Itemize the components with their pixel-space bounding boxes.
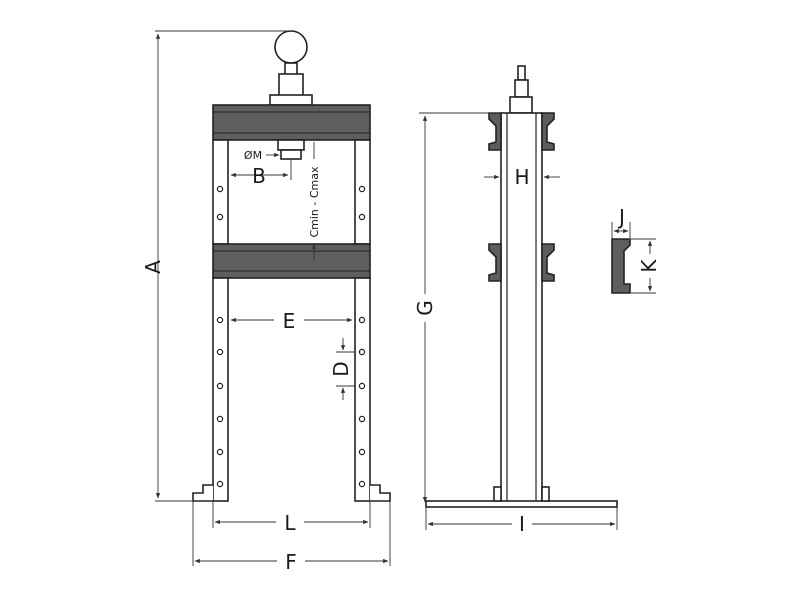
piston-rod: [277, 139, 305, 151]
leg-holes: [216, 316, 366, 488]
right-foot: [370, 484, 391, 502]
gauge-stem: [284, 62, 298, 76]
lower-left-bracket: [488, 243, 502, 282]
bed-beam: [212, 243, 371, 279]
dim-label-j: J: [617, 205, 625, 229]
detail-bracket: [611, 238, 631, 294]
dim-label-h: H: [514, 165, 529, 189]
upper-left-bracket: [488, 112, 502, 151]
right-leg: [354, 277, 371, 502]
valve-tip: [517, 65, 526, 81]
left-leg: [212, 277, 229, 502]
dim-label-d: D: [329, 361, 353, 376]
side-base: [425, 500, 618, 508]
piston-head: [280, 149, 302, 160]
top-beam: [212, 104, 371, 141]
valve-body: [514, 79, 529, 98]
bracket-detail: J K: [611, 205, 662, 294]
cylinder-collar: [269, 94, 313, 106]
valve-base: [509, 96, 533, 114]
dim-label-e: E: [283, 309, 296, 333]
pressure-gauge-icon: [274, 30, 308, 64]
front-view: A B ØM Cmin - Cmax E D L F: [141, 30, 391, 574]
dim-label-b: B: [252, 164, 266, 188]
upper-right-bracket: [541, 112, 555, 151]
dim-label-i: I: [519, 512, 525, 536]
dim-label-f: F: [285, 550, 297, 574]
dim-label-l: L: [284, 511, 296, 535]
lower-right-bracket: [541, 243, 555, 282]
side-view: G H I: [413, 65, 618, 536]
base-gusset-left: [493, 486, 502, 502]
dim-label-c: Cmin - Cmax: [308, 166, 321, 238]
base-gusset-right: [541, 486, 550, 502]
dim-label-m: ØM: [244, 149, 262, 162]
dim-label-a: A: [141, 260, 165, 274]
dim-label-k: K: [637, 259, 661, 273]
dim-label-g: G: [413, 300, 437, 316]
left-foot: [192, 484, 213, 502]
